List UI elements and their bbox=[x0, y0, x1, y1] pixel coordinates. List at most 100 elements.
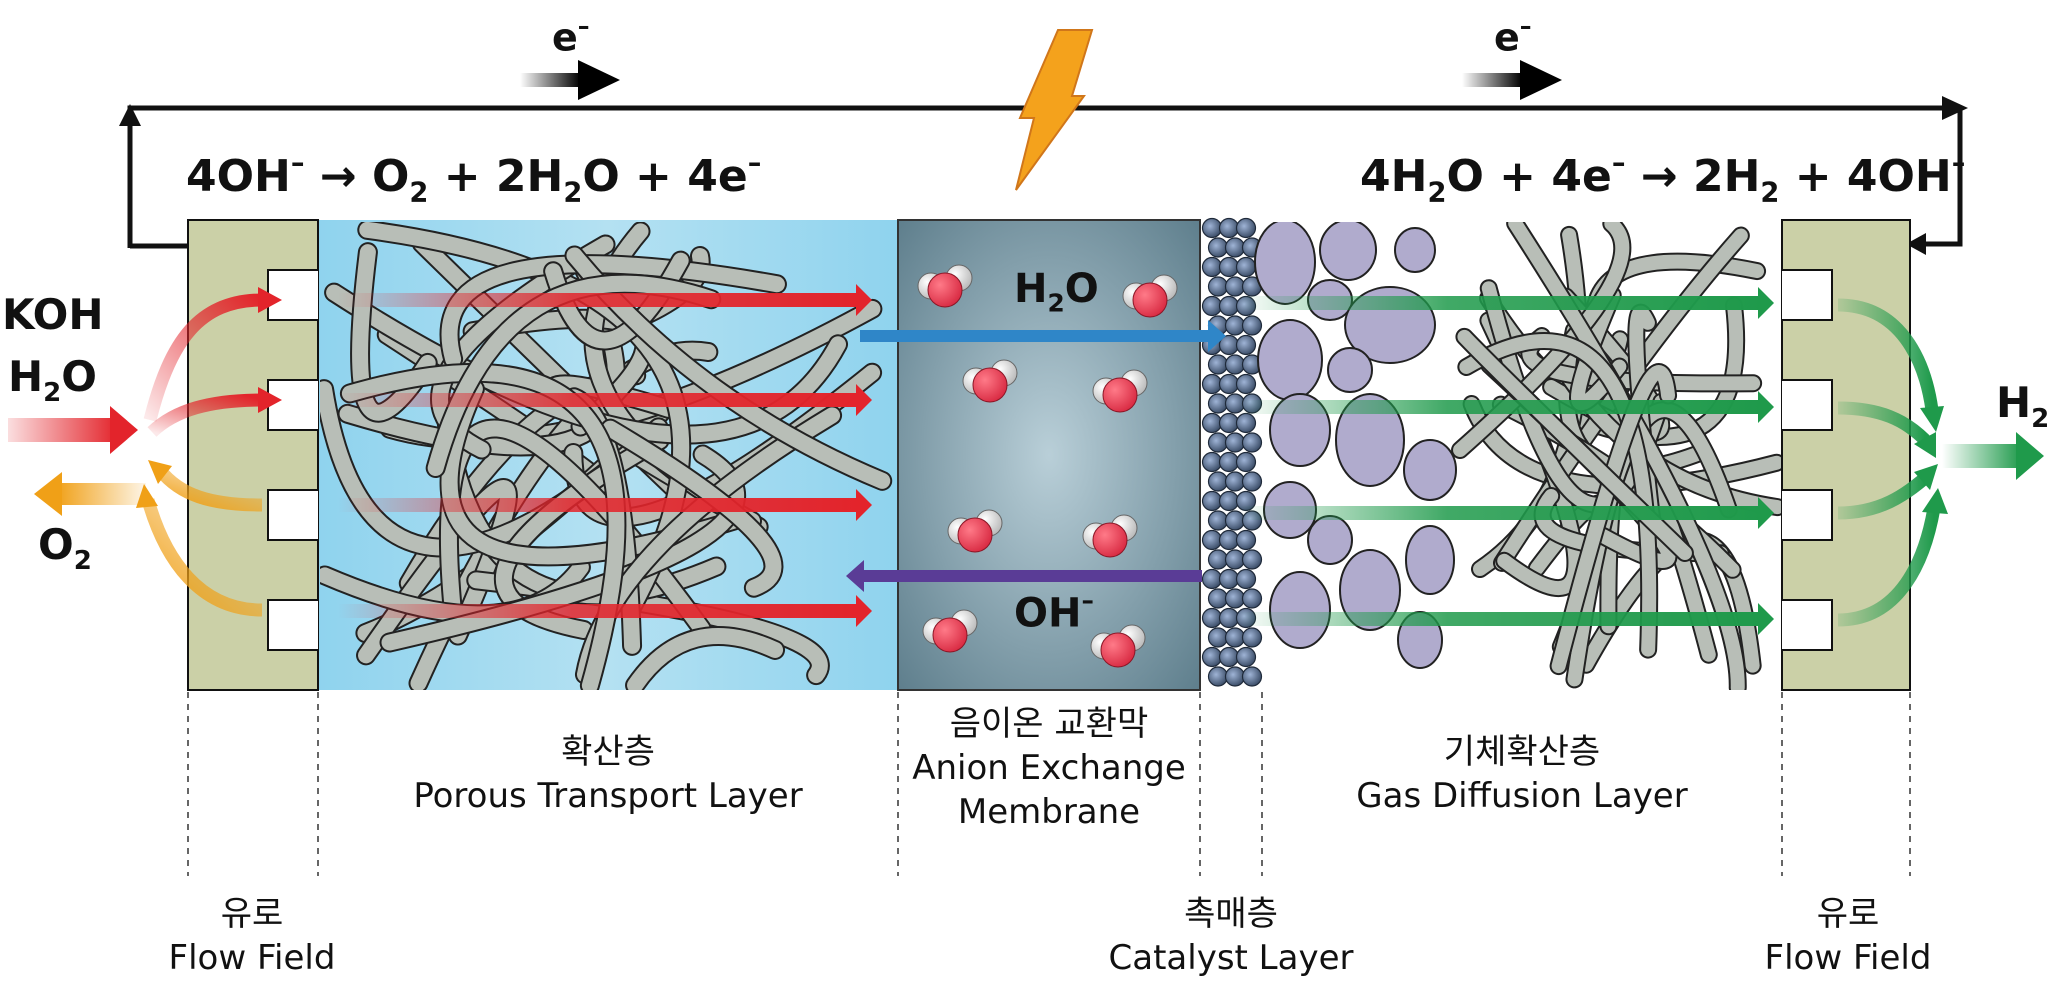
h2-outlet-arrow-icon bbox=[2016, 432, 2044, 480]
catalyst-particle bbox=[1224, 276, 1246, 297]
h2-output-label: H2 bbox=[1996, 378, 2048, 434]
catalyst-particle bbox=[1207, 627, 1229, 648]
water-molecule-icon bbox=[1090, 624, 1146, 668]
catalyst-particle bbox=[1235, 412, 1257, 434]
ptl-water-flow-arrows bbox=[338, 284, 872, 627]
catalyst-particle bbox=[1241, 588, 1263, 609]
h2o-input-label: H2O bbox=[8, 352, 97, 408]
catalyst-particle bbox=[1207, 510, 1229, 531]
o2-outlet-arrow-icon bbox=[34, 472, 62, 516]
catalyst-particle bbox=[1224, 237, 1246, 258]
catalyst-particle bbox=[1201, 256, 1223, 278]
circuit-arrowhead-left-icon bbox=[1906, 233, 1926, 255]
fiber bbox=[1571, 288, 1627, 411]
carbon-particle bbox=[1405, 525, 1455, 595]
catalyst-particle bbox=[1235, 646, 1257, 668]
water-molecule-icon bbox=[917, 264, 973, 308]
catalyst-particle bbox=[1218, 568, 1240, 590]
catalyst-particle bbox=[1241, 666, 1263, 687]
hydrogen-outlet-arrows-right bbox=[1837, 298, 2044, 627]
oh-transport-arrow-icon bbox=[846, 560, 1202, 592]
gdl-hydrogen-flow-arrows bbox=[1238, 287, 1774, 635]
catalyst-particle bbox=[1218, 451, 1240, 473]
fiber bbox=[427, 275, 720, 477]
membrane-h2o-label: H2O bbox=[1014, 266, 1099, 318]
carbon-particle bbox=[1327, 347, 1373, 393]
carbon-particle bbox=[1339, 549, 1401, 631]
catalyst-particle bbox=[1207, 666, 1229, 687]
carbon-particle bbox=[1319, 222, 1377, 281]
catalyst-particle bbox=[1224, 627, 1246, 648]
catalyst-particle bbox=[1224, 666, 1246, 687]
catalyst-particle bbox=[1218, 256, 1240, 278]
catalyst-particle bbox=[1241, 432, 1263, 453]
catalyst-particle bbox=[1201, 490, 1223, 512]
catalyst-particle bbox=[1235, 217, 1257, 239]
circuit-arrowhead-up-icon bbox=[119, 104, 141, 126]
catalyst-particle bbox=[1235, 334, 1257, 356]
catalyst-particle bbox=[1201, 646, 1223, 668]
anode-reaction-equation: 4OH– → O2 + 2H2O + 4e– bbox=[186, 148, 762, 209]
catalyst-particle bbox=[1241, 315, 1263, 336]
catalyst-particle bbox=[1235, 451, 1257, 473]
inlet-outlet-arrows-left bbox=[8, 287, 282, 617]
catalyst-particle bbox=[1207, 276, 1229, 297]
catalyst-particle bbox=[1207, 354, 1229, 375]
membrane-oh-label: OH– bbox=[1014, 586, 1094, 637]
fiber bbox=[358, 480, 516, 664]
carbon-particle bbox=[1269, 571, 1331, 649]
water-molecule-icon bbox=[1122, 274, 1178, 318]
catalyst-particle bbox=[1218, 646, 1240, 668]
lightning-bolt-icon bbox=[1015, 29, 1094, 191]
catalyst-particle bbox=[1224, 432, 1246, 453]
koh-inlet-arrow-icon bbox=[110, 406, 138, 454]
electron-arrow-left-icon bbox=[520, 60, 620, 100]
catalyst-particle bbox=[1235, 568, 1257, 590]
catalyst-particle bbox=[1218, 373, 1240, 395]
fiber bbox=[441, 380, 743, 565]
catalyst-particle bbox=[1201, 529, 1223, 551]
catalyst-particle bbox=[1235, 256, 1257, 278]
catalyst-particle bbox=[1207, 237, 1229, 258]
carbon-particle bbox=[1394, 227, 1436, 273]
catalyst-particle bbox=[1201, 217, 1223, 239]
catalyst-particle bbox=[1218, 490, 1240, 512]
catalyst-particle bbox=[1235, 373, 1257, 395]
water-molecule-icon bbox=[1082, 514, 1138, 558]
water-molecule-icon bbox=[1092, 369, 1148, 413]
catalyst-particle bbox=[1224, 549, 1246, 570]
catalyst-particle bbox=[1218, 412, 1240, 434]
catalyst-particle bbox=[1201, 373, 1223, 395]
water-molecules bbox=[917, 264, 1178, 668]
o2-output-label: O2 bbox=[38, 520, 92, 576]
catalyst-particle bbox=[1207, 432, 1229, 453]
koh-label: KOH bbox=[2, 290, 104, 339]
cathode-reaction-equation: 4H2O + 4e– → 2H2 + 4OH– bbox=[1360, 148, 1966, 209]
catalyst-particle bbox=[1201, 607, 1223, 629]
catalyst-particle bbox=[1218, 217, 1240, 239]
fiber bbox=[326, 284, 847, 443]
electron-label-left: e– bbox=[552, 12, 590, 60]
water-molecule-icon bbox=[962, 359, 1018, 403]
fiber bbox=[341, 364, 625, 690]
water-molecule-icon bbox=[922, 609, 978, 653]
h2o-transport-arrow-icon bbox=[860, 320, 1226, 352]
circuit-arrowhead-right-icon bbox=[1942, 96, 1968, 120]
catalyst-particle bbox=[1224, 588, 1246, 609]
carbon-particle bbox=[1335, 393, 1405, 487]
catalyst-particle bbox=[1207, 588, 1229, 609]
catalyst-particle bbox=[1207, 393, 1229, 414]
catalyst-particle bbox=[1218, 529, 1240, 551]
carbon-particle bbox=[1403, 439, 1457, 501]
catalyst-particle bbox=[1224, 354, 1246, 375]
catalyst-particle bbox=[1241, 627, 1263, 648]
electron-arrow-right-icon bbox=[1462, 60, 1562, 100]
